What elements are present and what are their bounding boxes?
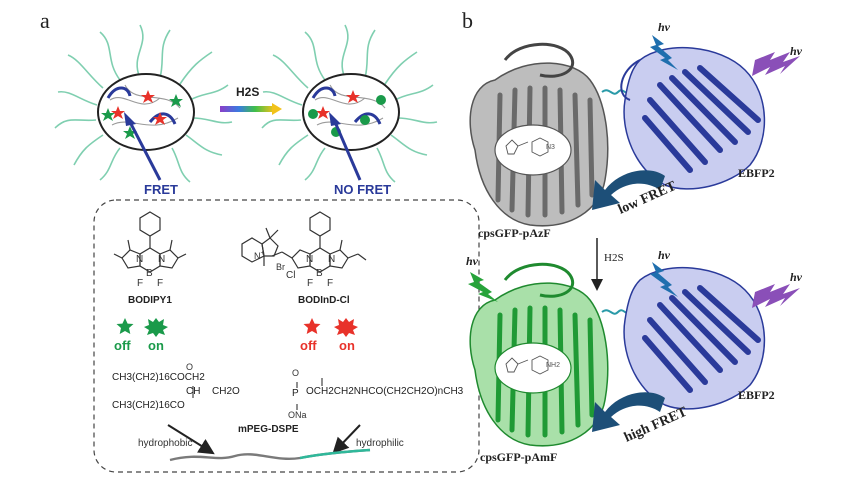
bodind-cl: Cl <box>286 270 296 281</box>
hv-bottom-1: hv <box>658 248 670 262</box>
h2s-arrow-a <box>220 106 274 112</box>
bodind-off: off <box>300 338 317 353</box>
panel-b-letter: b <box>462 8 473 33</box>
bolt-bottom-1 <box>650 262 678 297</box>
hv-top-1: hv <box>658 20 670 34</box>
mpeg-dspe-label: mPEG-DSPE <box>238 424 299 435</box>
ebfp2-bottom <box>623 266 766 410</box>
bodipy1-structure <box>113 211 187 273</box>
bodipy1-f-right: F <box>157 278 164 289</box>
bodind-n-left: N <box>306 254 314 265</box>
bottom-protein-label: cpsGFP-pAmF <box>480 450 558 464</box>
low-fret-arrow <box>592 170 665 210</box>
bodipy1-f-left: F <box>137 278 144 289</box>
bodind-n-right: N <box>328 254 336 265</box>
bolt-top-1 <box>650 35 678 70</box>
hv-top-2: hv <box>790 44 802 58</box>
top-protein-label: cpsGFP-pAzF <box>478 226 551 240</box>
panel-a-letter: a <box>40 8 50 33</box>
nh2-label: NH2 <box>546 362 561 369</box>
hydrophilic-label: hydrophilic <box>356 438 404 449</box>
bodipy1-off: off <box>114 338 131 353</box>
ebfp2-label-top: EBFP2 <box>738 166 775 180</box>
lipid-bonds <box>192 378 323 410</box>
lipid-o-top: O <box>186 362 194 372</box>
hv-bottom-2: hv <box>790 270 802 284</box>
high-fret-arrow <box>592 392 665 432</box>
gfp-top <box>469 42 609 227</box>
bodind-off-star <box>303 318 321 334</box>
bodipy1-b: B <box>146 268 153 279</box>
micelle-left <box>54 24 233 183</box>
bodind-b: B <box>316 268 323 279</box>
ebfp2-label-bottom: EBFP2 <box>738 388 775 402</box>
bodind-n-plus: N+ <box>254 250 265 261</box>
ebfp2-top <box>620 46 766 190</box>
bodipy1-off-star <box>116 318 134 334</box>
lipid-p: P <box>292 388 299 399</box>
h2s-label-a: H2S <box>236 85 260 99</box>
lipid-line2: CH3(CH2)16CO <box>112 400 185 411</box>
bodipy1-n-left: N <box>136 254 144 265</box>
bodind-f-left: F <box>307 278 314 289</box>
bolt-bottom-green <box>468 272 498 302</box>
bodipy1-n-right: N <box>158 254 166 265</box>
lipid-ch: CH <box>186 386 201 397</box>
bodind-br: Br <box>276 262 285 272</box>
bodind-name: BODInD-Cl <box>298 295 350 306</box>
lipid-o-p: O <box>292 368 300 378</box>
bolt-bottom-2 <box>752 284 800 308</box>
bodind-f-right: F <box>327 278 334 289</box>
micelle-right <box>261 24 438 183</box>
no-fret-label: NO FRET <box>334 182 392 197</box>
hydrophilic-arrow <box>332 424 361 454</box>
h2s-label-b: H2S <box>604 252 624 264</box>
n3-label: N3 <box>546 144 555 151</box>
lipid-line1: CH3(CH2)16COCH2 <box>112 372 205 383</box>
bodipy1-on-splat <box>144 318 168 337</box>
lipid-ch2o: CH2O <box>212 386 240 397</box>
hydrophobic-label: hydrophobic <box>138 438 193 449</box>
bodipy1-on: on <box>148 338 164 353</box>
lipid-tail: OCH2CH2NHCO(CH2CH2O)nCH3 <box>306 386 464 397</box>
bodipy1-name: BODIPY1 <box>128 295 172 306</box>
lipid-ona: ONa <box>288 410 307 420</box>
fret-label: FRET <box>144 182 178 197</box>
bodind-on: on <box>339 338 355 353</box>
hydrophobic-arrow <box>167 424 215 455</box>
bodind-on-splat <box>334 318 358 337</box>
hv-bottom-green: hv <box>466 254 478 268</box>
bolt-top-2 <box>752 52 800 76</box>
bodind-cl-structure <box>241 211 367 273</box>
gfp-bottom <box>469 262 609 447</box>
